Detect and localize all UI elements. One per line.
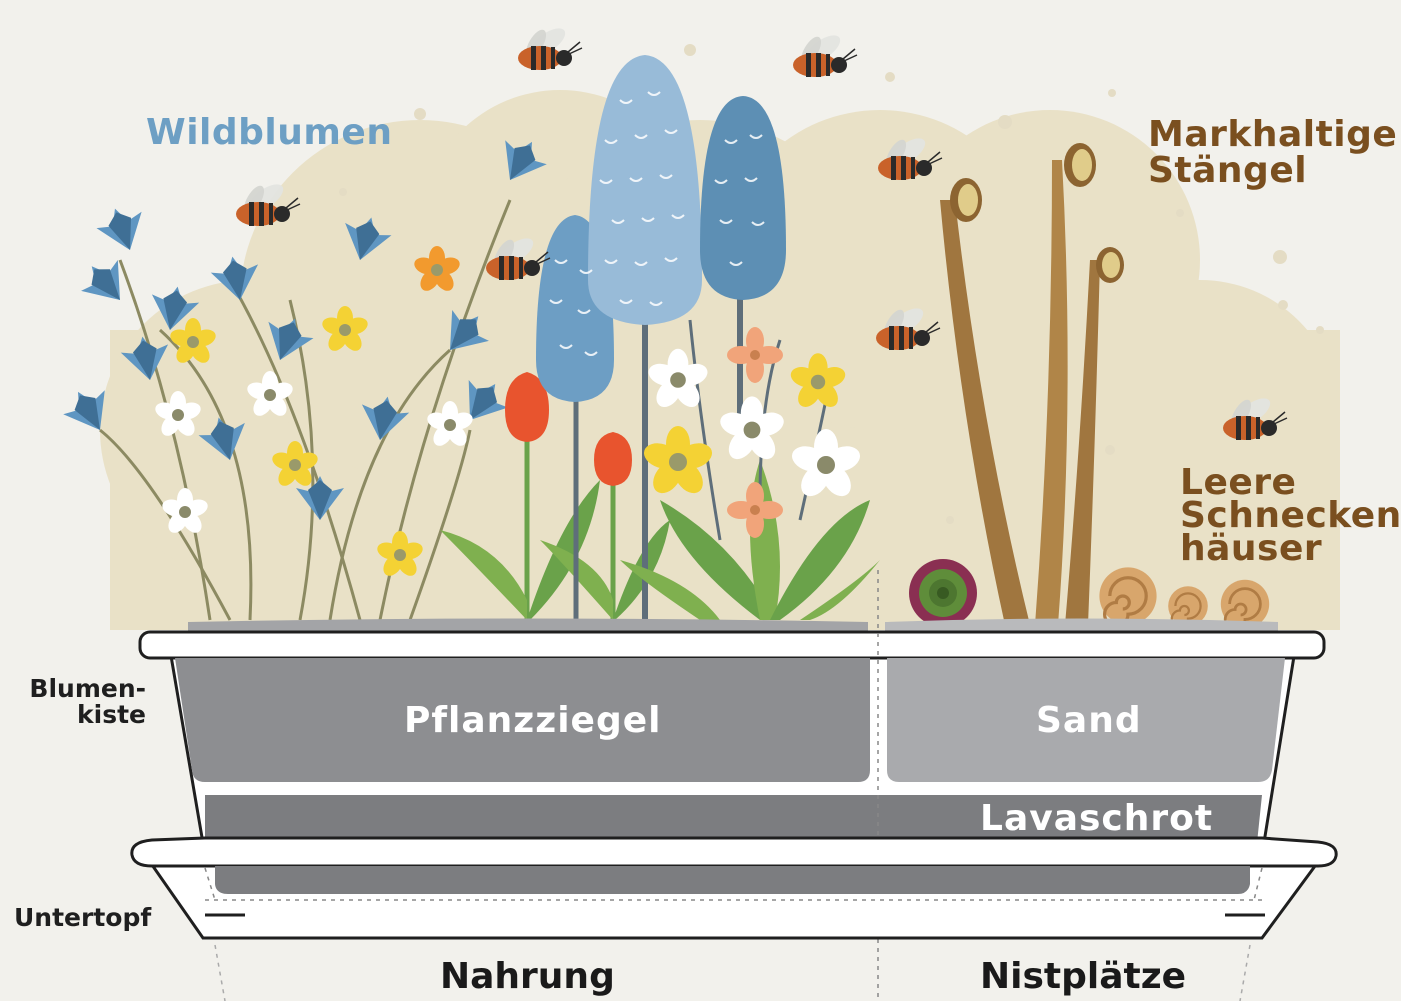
label-lavaschrot: Lavaschrot xyxy=(980,798,1213,839)
label-untertopf: Untertopf xyxy=(14,905,151,931)
label-blumenkiste: Blumen- kiste xyxy=(22,676,146,728)
label-nahrung: Nahrung xyxy=(440,956,615,997)
label-leere-schneckenhaeuser: Leere Schnecken- häuser xyxy=(1180,466,1401,565)
label-sand: Sand xyxy=(1036,700,1142,741)
label-markhaltige-line2: Stängel xyxy=(1148,153,1397,189)
label-blumenkiste-line2: kiste xyxy=(22,702,146,728)
label-nistplaetze: Nistplätze xyxy=(980,956,1186,997)
label-leere-line3: häuser xyxy=(1180,532,1401,565)
label-pflanzziegel: Pflanzziegel xyxy=(404,700,662,741)
label-blumenkiste-line1: Blumen- xyxy=(22,676,146,702)
label-markhaltige-staengel: Markhaltige Stängel xyxy=(1148,117,1397,189)
label-wildblumen: Wildblumen xyxy=(146,112,392,153)
succulent-icon xyxy=(909,559,977,627)
label-markhaltige-line1: Markhaltige xyxy=(1148,117,1397,153)
